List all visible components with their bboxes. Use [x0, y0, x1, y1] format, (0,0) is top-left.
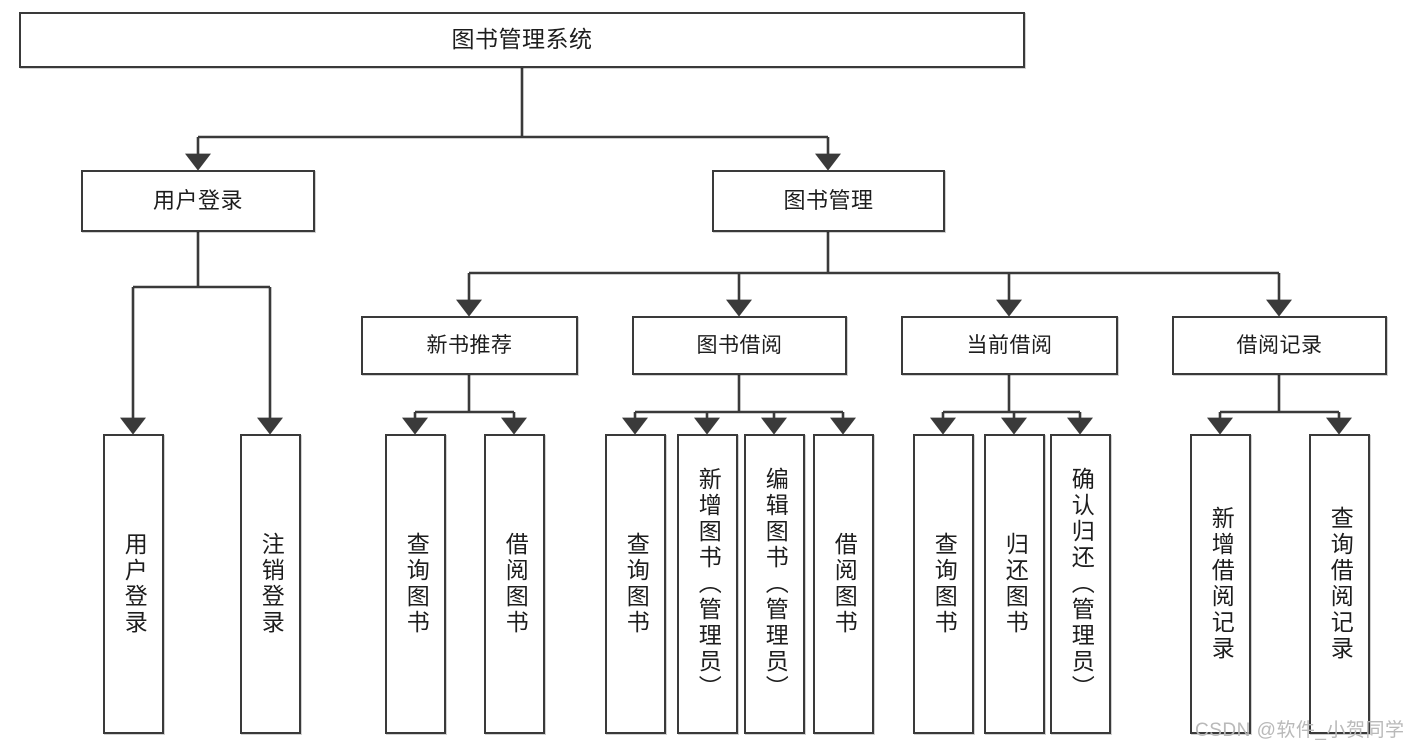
- node-query-book-borrow-label: 查询图书: [623, 532, 650, 636]
- node-query-book-rec[interactable]: 查询图书: [385, 434, 446, 734]
- node-borrow-book-rec-label: 借阅图书: [502, 532, 529, 636]
- node-add-borrow-record-label: 新增借阅记录: [1208, 506, 1235, 662]
- node-root-label: 图书管理系统: [451, 26, 593, 53]
- node-book-manage-label: 图书管理: [783, 187, 874, 213]
- node-edit-book-admin[interactable]: 编辑图书（管理员）: [744, 434, 805, 734]
- node-query-book-borrow[interactable]: 查询图书: [605, 434, 666, 734]
- node-book-borrow[interactable]: 图书借阅: [632, 316, 847, 375]
- node-borrow-record[interactable]: 借阅记录: [1172, 316, 1387, 375]
- node-edit-book-admin-label: 编辑图书（管理员）: [762, 467, 789, 701]
- node-new-book-recommend[interactable]: 新书推荐: [361, 316, 578, 375]
- node-borrow-book[interactable]: 借阅图书: [813, 434, 874, 734]
- node-book-borrow-label: 图书借阅: [696, 333, 783, 357]
- node-add-book-admin[interactable]: 新增图书（管理员）: [677, 434, 738, 734]
- node-confirm-return-admin[interactable]: 确认归还（管理员）: [1050, 434, 1111, 734]
- node-return-book[interactable]: 归还图书: [984, 434, 1045, 734]
- node-borrow-book-label: 借阅图书: [831, 532, 858, 636]
- node-current-borrow-label: 当前借阅: [966, 333, 1053, 357]
- node-user-login-label: 用户登录: [152, 187, 243, 213]
- node-query-book-current[interactable]: 查询图书: [913, 434, 974, 734]
- node-user-login[interactable]: 用户登录: [81, 170, 315, 232]
- node-book-manage[interactable]: 图书管理: [712, 170, 945, 232]
- node-borrow-book-rec[interactable]: 借阅图书: [484, 434, 545, 734]
- node-borrow-record-label: 借阅记录: [1236, 333, 1323, 357]
- node-return-book-label: 归还图书: [1002, 532, 1029, 636]
- node-query-book-rec-label: 查询图书: [403, 532, 430, 636]
- node-add-book-admin-label: 新增图书（管理员）: [695, 467, 722, 701]
- node-logout-leaf[interactable]: 注销登录: [240, 434, 301, 734]
- node-query-borrow-record-label: 查询借阅记录: [1327, 506, 1354, 662]
- node-user-login-leaf[interactable]: 用户登录: [103, 434, 164, 734]
- node-logout-leaf-label: 注销登录: [258, 532, 285, 636]
- node-query-book-current-label: 查询图书: [931, 532, 958, 636]
- node-new-book-recommend-label: 新书推荐: [426, 333, 513, 357]
- node-query-borrow-record[interactable]: 查询借阅记录: [1309, 434, 1370, 734]
- watermark: CSDN @软件_小贺同学: [1195, 720, 1405, 741]
- node-user-login-leaf-label: 用户登录: [121, 532, 148, 636]
- node-current-borrow[interactable]: 当前借阅: [901, 316, 1118, 375]
- node-root[interactable]: 图书管理系统: [19, 12, 1025, 68]
- node-confirm-return-admin-label: 确认归还（管理员）: [1068, 467, 1095, 701]
- node-add-borrow-record[interactable]: 新增借阅记录: [1190, 434, 1251, 734]
